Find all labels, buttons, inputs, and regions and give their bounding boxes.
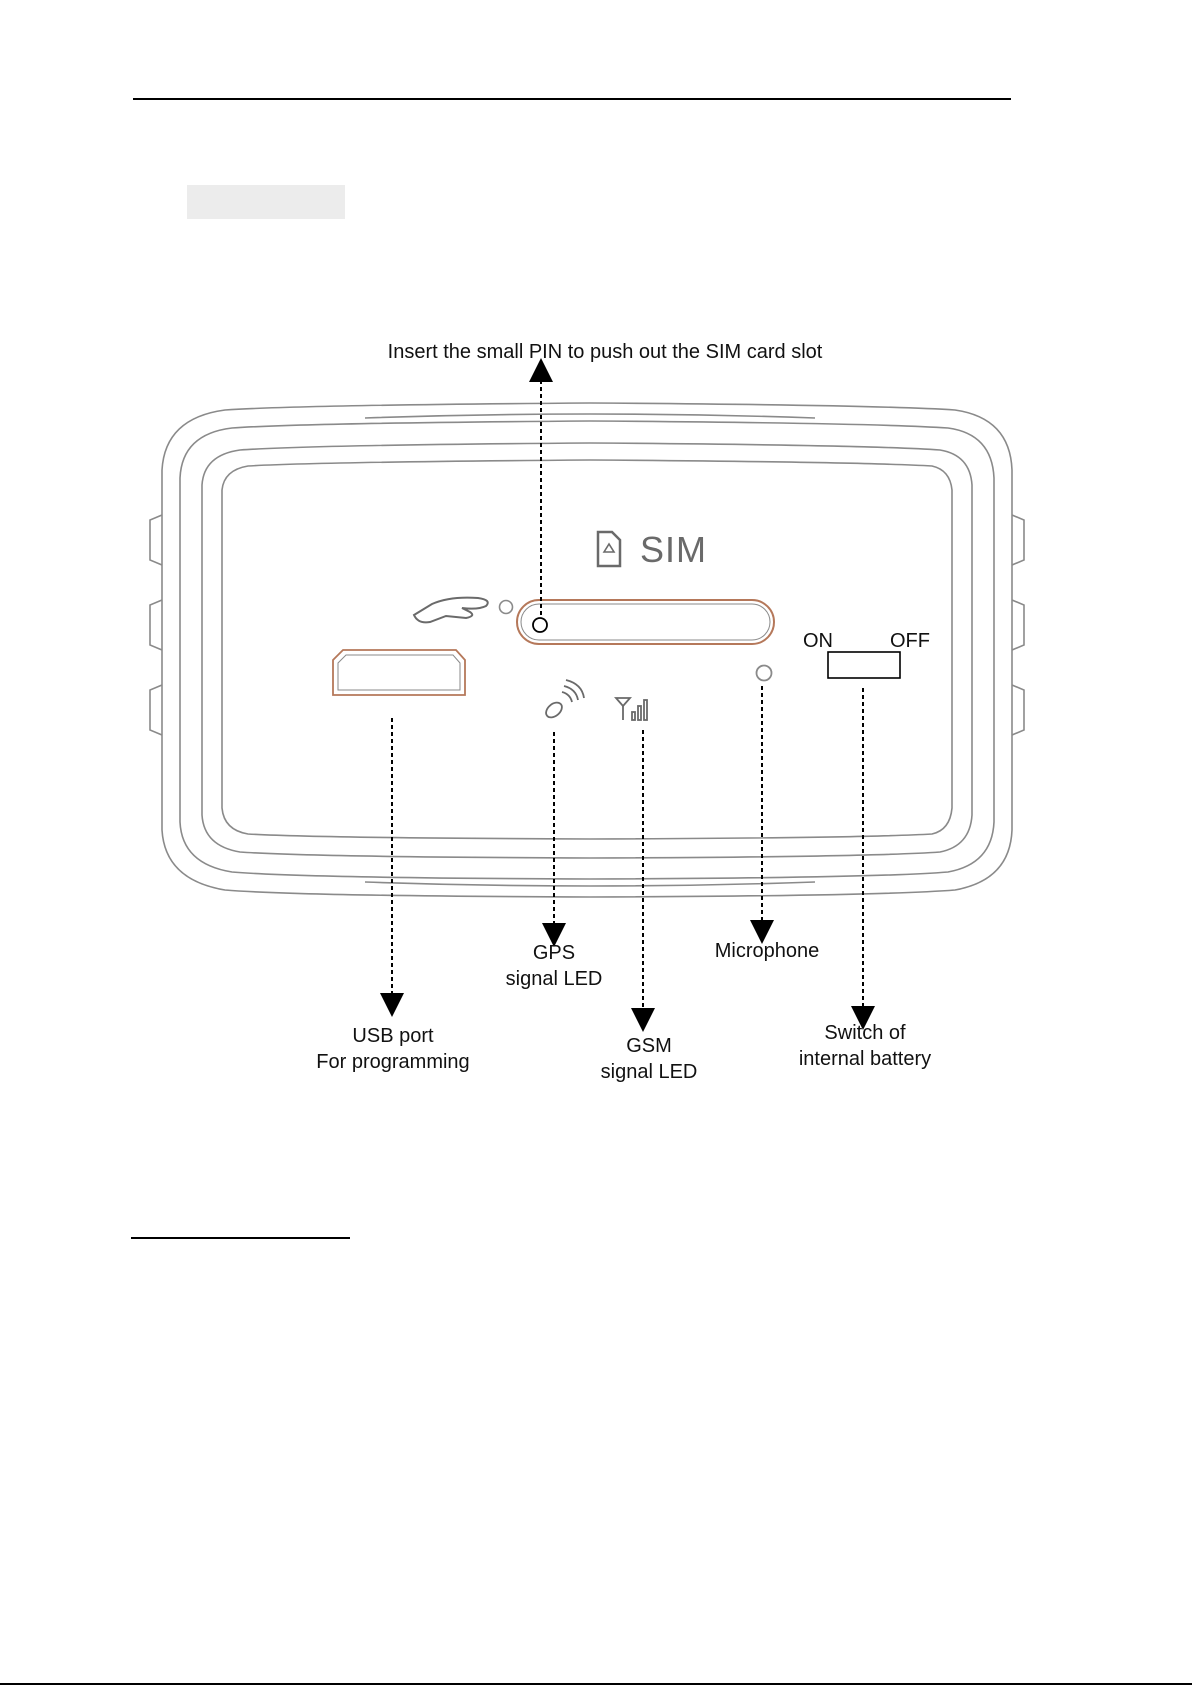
gps-label-line2: signal LED (484, 966, 624, 992)
switch-label-line1: Switch of (770, 1020, 960, 1046)
gps-led-label: GPS signal LED (484, 940, 624, 992)
switch-on-label: ON (803, 628, 833, 654)
pin-hint-label: Insert the small PIN to push out the SIM… (370, 339, 840, 365)
gsm-label-line1: GSM (579, 1033, 719, 1059)
section-underline (131, 1237, 350, 1239)
satellite-icon (543, 680, 584, 720)
sim-card-slot (517, 600, 774, 644)
microphone-label: Microphone (697, 938, 837, 964)
sim-eject-pin-hole (533, 618, 547, 632)
sim-card-icon (598, 532, 620, 566)
gsm-led-label: GSM signal LED (579, 1033, 719, 1085)
sim-label: SIM (640, 530, 707, 570)
usb-label-line2: For programming (293, 1049, 493, 1075)
usb-label-line1: USB port (293, 1023, 493, 1049)
gps-label-line1: GPS (484, 940, 624, 966)
switch-label: Switch of internal battery (770, 1020, 960, 1072)
pointing-hand-icon (414, 598, 488, 623)
microphone-hole (757, 666, 772, 681)
usb-port-label: USB port For programming (293, 1023, 493, 1075)
switch-off-label: OFF (890, 628, 930, 654)
signal-bars-icon (616, 698, 647, 720)
pin-hole-indicator (500, 601, 513, 614)
usb-port (333, 650, 465, 695)
gsm-label-line2: signal LED (579, 1059, 719, 1085)
switch-label-line2: internal battery (770, 1046, 960, 1072)
battery-switch (828, 652, 900, 678)
